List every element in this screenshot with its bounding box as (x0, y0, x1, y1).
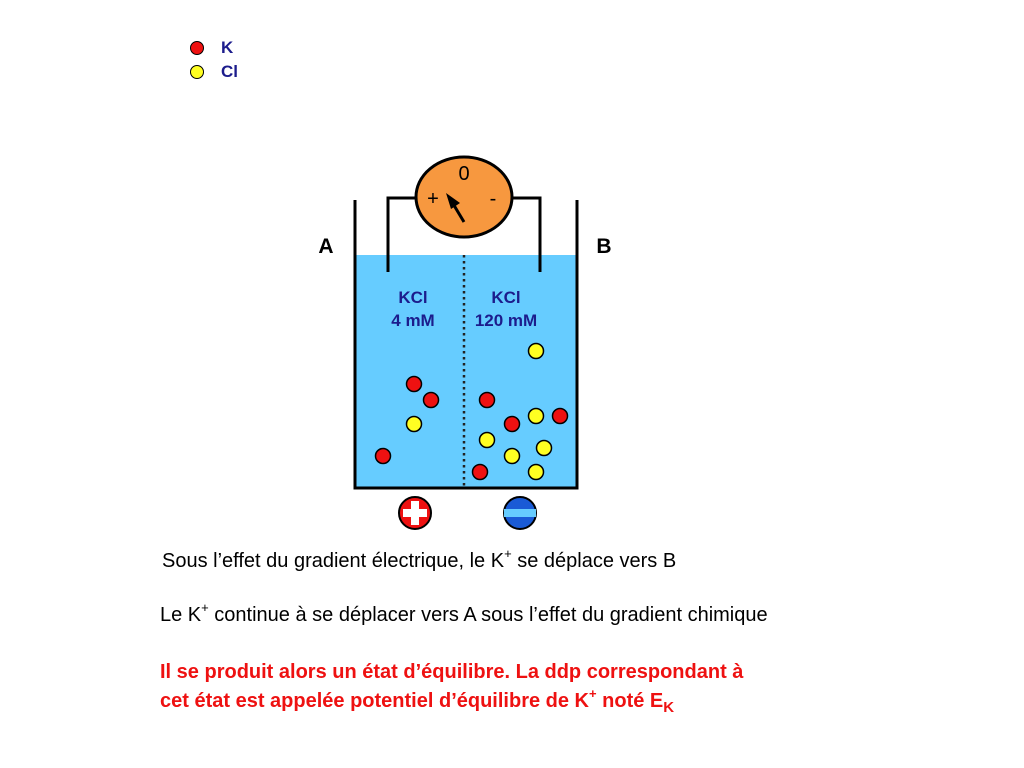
potassium-ion-icon (190, 41, 204, 55)
potassium-ion-icon (503, 415, 521, 433)
chloride-ion-icon (405, 415, 423, 433)
conclusion-line-2-start: cet état est appelée potentiel d’équilib… (160, 690, 589, 712)
conclusion-sub: K (663, 699, 675, 716)
legend-item-chloride: Cl (190, 62, 238, 82)
chemical-statement-sup: + (201, 600, 209, 615)
chemical-gradient-statement: Le K+ continue à se déplacer vers A sous… (160, 601, 768, 627)
potassium-ion-icon (478, 391, 496, 409)
legend-label-potassium: K (221, 38, 234, 57)
potassium-ion-icon (374, 447, 392, 465)
compartment-a-label: A (318, 235, 333, 258)
electric-gradient-statement: Sous l’effet du gradient électrique, le … (162, 547, 677, 573)
legend-label-chloride: Cl (221, 62, 238, 81)
legend-item-potassium: K (190, 38, 233, 58)
plus-horizontal-bar (403, 509, 427, 517)
chemical-statement-start: Le K (160, 604, 202, 626)
chloride-ion-icon (527, 342, 545, 360)
potassium-ion-icon (551, 407, 569, 425)
voltmeter-plus: + (427, 188, 439, 210)
potassium-ion-icon (471, 463, 489, 481)
electric-statement-end: se déplace vers B (511, 550, 677, 572)
conclusion-line-2-middle: noté E (596, 690, 664, 712)
right-electrode-wire (510, 196, 542, 272)
right-solute-label: KCl (491, 288, 520, 307)
ions (374, 342, 569, 481)
potassium-ion-icon (405, 375, 423, 393)
chloride-ion-icon (527, 407, 545, 425)
positive-charge-icon (398, 496, 432, 530)
chloride-ion-icon (535, 439, 553, 457)
chloride-ion-icon (527, 463, 545, 481)
left-concentration-label: 4 mM (391, 311, 434, 330)
conclusion-line-1: Il se produit alors un état d’équilibre.… (160, 661, 744, 683)
chloride-ion-icon (503, 447, 521, 465)
negative-charge-icon (503, 496, 537, 530)
potassium-ion-icon (422, 391, 440, 409)
chloride-ion-icon (190, 65, 204, 79)
conclusion-sup: + (589, 686, 597, 701)
conclusion-line-2: cet état est appelée potentiel d’équilib… (160, 687, 960, 716)
needle-arrow-icon (446, 193, 460, 209)
voltmeter: 0 + - (414, 155, 514, 239)
chemical-statement-end: continue à se déplacer vers A sous l’eff… (208, 604, 768, 626)
electric-statement-start: Sous l’effet du gradient électrique, le … (162, 550, 505, 572)
right-concentration-label: 120 mM (475, 311, 537, 330)
voltmeter-zero: 0 (458, 163, 469, 185)
electric-statement-sup: + (504, 546, 512, 561)
equilibrium-conclusion: Il se produit alors un état d’équilibre.… (160, 658, 960, 716)
left-electrode-wire (386, 196, 418, 272)
compartment-b-label: B (596, 235, 611, 258)
voltmeter-minus: - (490, 188, 497, 210)
minus-bar (504, 509, 536, 517)
voltmeter-body (414, 155, 514, 239)
chloride-ion-icon (478, 431, 496, 449)
left-solute-label: KCl (398, 288, 427, 307)
beaker-outline (353, 200, 579, 490)
